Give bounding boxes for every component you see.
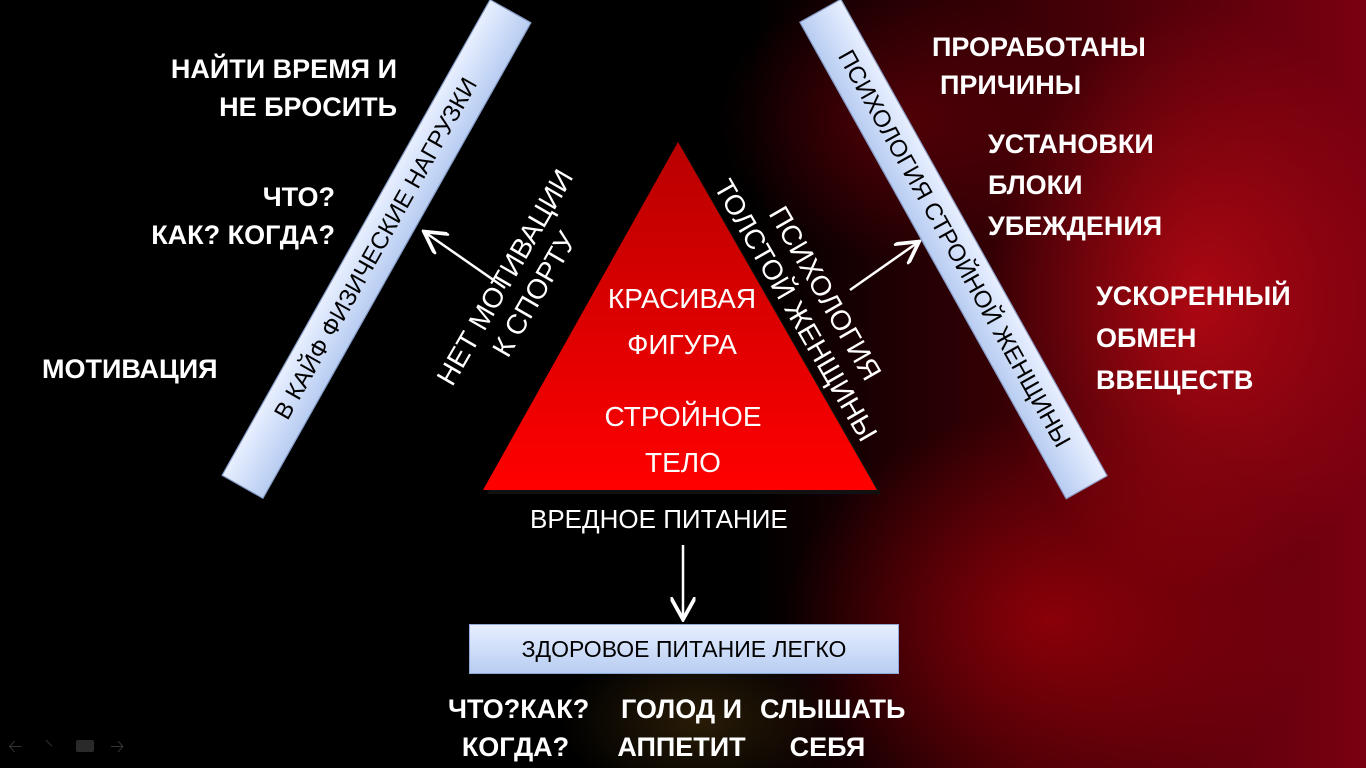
bottom-hunger: ГОЛОД И АППЕТИТ xyxy=(614,690,749,766)
beliefs-text: УСТАНОВКИ БЛОКИ УБЕЖДЕНИЯ xyxy=(988,124,1162,247)
text-line: СЛЫШАТЬ xyxy=(760,694,906,724)
text-line: ПРОРАБОТАНЫ xyxy=(932,32,1146,62)
text-line: ФИГУРА xyxy=(627,329,737,360)
previous-slide-arrow-icon[interactable]: 🡠 xyxy=(8,736,23,756)
text-line: НАЙТИ ВРЕМЯ И xyxy=(170,54,397,84)
text-line: ГОЛОД И xyxy=(620,694,742,724)
bottom-listen: СЛЫШАТЬ СЕБЯ xyxy=(760,690,906,766)
find-time-text: НАЙТИ ВРЕМЯ И НЕ БРОСИТЬ xyxy=(152,50,397,126)
text-line: ЧТО? xyxy=(262,182,335,212)
text-line: УБЕЖДЕНИЯ xyxy=(988,211,1163,241)
text-line: ВВЕЩЕСТВ xyxy=(1096,365,1254,395)
bottom-bar-healthy-food: ЗДОРОВОЕ ПИТАНИЕ ЛЕГКО xyxy=(469,624,899,674)
text-line: НЕ БРОСИТЬ xyxy=(219,92,397,122)
text-line: СТРОЙНОЕ xyxy=(604,401,762,432)
bottom-what-how: ЧТО?КАК? КОГДА? xyxy=(448,690,590,766)
text-line: АППЕТИТ xyxy=(617,732,746,762)
text-line: СЕБЯ xyxy=(789,732,866,762)
triangle-bottom-text: СТРОЙНОЕ ТЕЛО xyxy=(563,394,803,486)
text-line: ЧТО?КАК? xyxy=(448,694,590,724)
triangle-top-text: КРАСИВАЯ ФИГУРА xyxy=(562,276,802,368)
text-line: КРАСИВАЯ xyxy=(607,283,757,314)
text-line: ТЕЛО xyxy=(645,447,721,478)
next-slide-arrow-icon[interactable]: 🡢 xyxy=(110,736,125,756)
metabolism-text: УСКОРЕННЫЙ ОБМЕН ВВЕЩЕСТВ xyxy=(1096,275,1291,401)
arrow-right xyxy=(849,243,917,292)
center-triangle xyxy=(483,142,877,490)
motivation-text: МОТИВАЦИЯ xyxy=(42,354,218,384)
text-line: ПРИЧИНЫ xyxy=(940,70,1082,100)
text-line: УСТАНОВКИ xyxy=(988,129,1154,159)
text-line: КАК? КОГДА? xyxy=(151,220,335,250)
slide-menu-icon[interactable] xyxy=(76,740,94,752)
text-line: КОГДА? xyxy=(461,732,570,762)
bad-food-label: ВРЕДНОЕ ПИТАНИЕ xyxy=(530,504,788,534)
arrow-left xyxy=(426,233,506,290)
text-line: ОБМЕН xyxy=(1096,323,1197,353)
text-line: БЛОКИ xyxy=(988,170,1083,200)
text-line: УСКОРЕННЫЙ xyxy=(1096,281,1291,311)
what-how-text: ЧТО? КАК? КОГДА? xyxy=(140,178,335,254)
worked-out-text: ПРОРАБОТАНЫ ПРИЧИНЫ xyxy=(932,28,1146,104)
